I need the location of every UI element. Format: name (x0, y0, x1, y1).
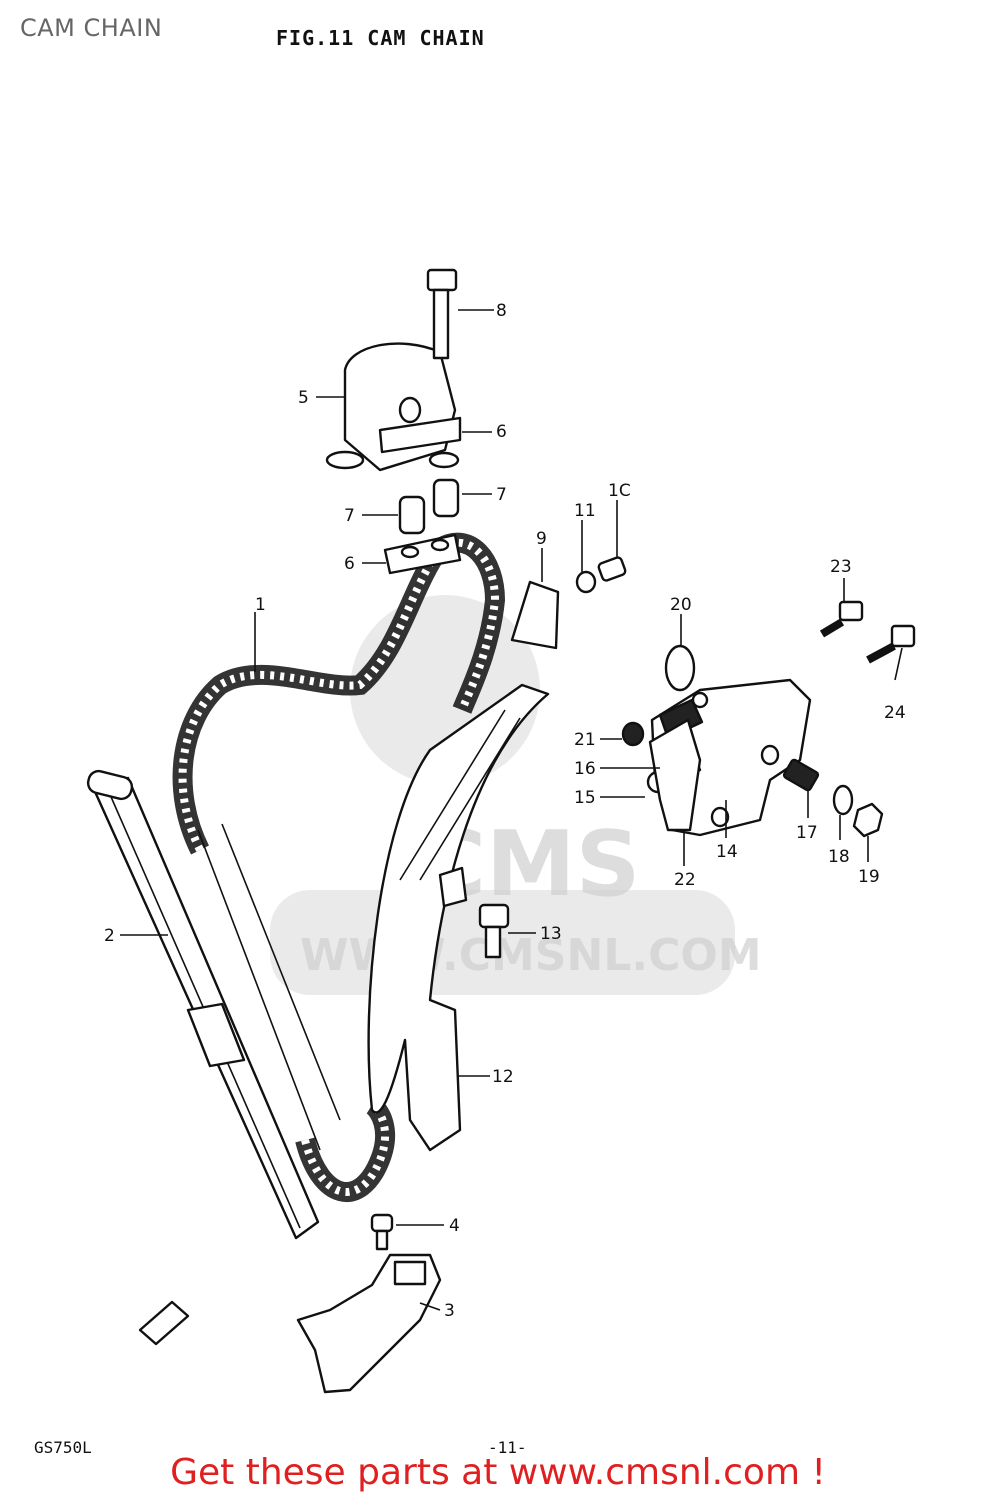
callout-13: 13 (540, 924, 562, 944)
figure-title: FIG.11 CAM CHAIN (276, 26, 485, 50)
part-16-spring (658, 698, 704, 740)
callout-1: 1 (255, 595, 266, 615)
callout-19: 19 (858, 867, 880, 887)
callout-20: 20 (670, 595, 692, 615)
part-6-holder-upper (378, 416, 462, 469)
part-20-o-ring (664, 644, 696, 692)
part-22-gasket (648, 718, 702, 832)
callout-2: 2 (104, 926, 115, 946)
front-direction-arrow (138, 1300, 190, 1346)
callout-6-lower: 6 (344, 554, 355, 574)
callout-17: 17 (796, 823, 818, 843)
part-11-washer (575, 570, 597, 594)
callout-labels: 1 2 3 4 5 6 6 7 7 8 9 1C 11 12 13 14 15 … (104, 301, 906, 1321)
callout-3: 3 (444, 1301, 455, 1321)
part-17-adjuster-bolt (782, 758, 820, 792)
part-7-spacer-left (398, 495, 426, 535)
callout-10: 1C (608, 481, 631, 501)
part-18-washer (832, 784, 854, 816)
part-6-holder-lower (383, 533, 462, 575)
callout-8: 8 (496, 301, 507, 321)
callout-12: 12 (492, 1067, 514, 1087)
page-number: -11- (488, 1438, 527, 1457)
part-12-chain-tensioner-blade (367, 683, 550, 1152)
callout-7-left: 7 (344, 506, 355, 526)
part-21-nut (621, 721, 645, 747)
part-1-cam-chain (172, 532, 506, 1202)
callout-21: 21 (574, 730, 596, 750)
model-code: GS750L (34, 1438, 92, 1457)
callout-7-right: 7 (496, 485, 507, 505)
buy-parts-link[interactable]: Get these parts at www.cmsnl.com ! (170, 1452, 826, 1493)
callout-14: 14 (716, 842, 738, 862)
part-10-bolt (597, 556, 627, 582)
callout-11: 11 (574, 501, 596, 521)
part-8-bolt (426, 268, 458, 360)
part-4-bolt (370, 1213, 394, 1251)
callout-22: 22 (674, 870, 696, 890)
part-2-chain-guide-rear (86, 769, 341, 1240)
part-24-bolt (866, 624, 916, 664)
callout-23: 23 (830, 557, 852, 577)
leader-lines (120, 309, 903, 1311)
callout-18: 18 (828, 847, 850, 867)
callout-16: 16 (574, 759, 596, 779)
callout-15: 15 (574, 788, 596, 808)
part-3-lower-guide (296, 1253, 442, 1394)
callout-6-upper: 6 (496, 422, 507, 442)
callout-24: 24 (884, 703, 906, 723)
part-7-spacer-right (432, 478, 460, 518)
part-23-bolt (819, 600, 864, 638)
part-9-guide-block (510, 580, 560, 650)
part-13-bolt (478, 903, 510, 959)
page-title: CAM CHAIN (20, 14, 163, 42)
watermark-url: WWW.CMSNL.COM (300, 930, 762, 981)
callout-4: 4 (449, 1216, 460, 1236)
callout-9: 9 (536, 529, 547, 549)
part-19-nut (852, 802, 884, 838)
callout-5: 5 (298, 388, 309, 408)
